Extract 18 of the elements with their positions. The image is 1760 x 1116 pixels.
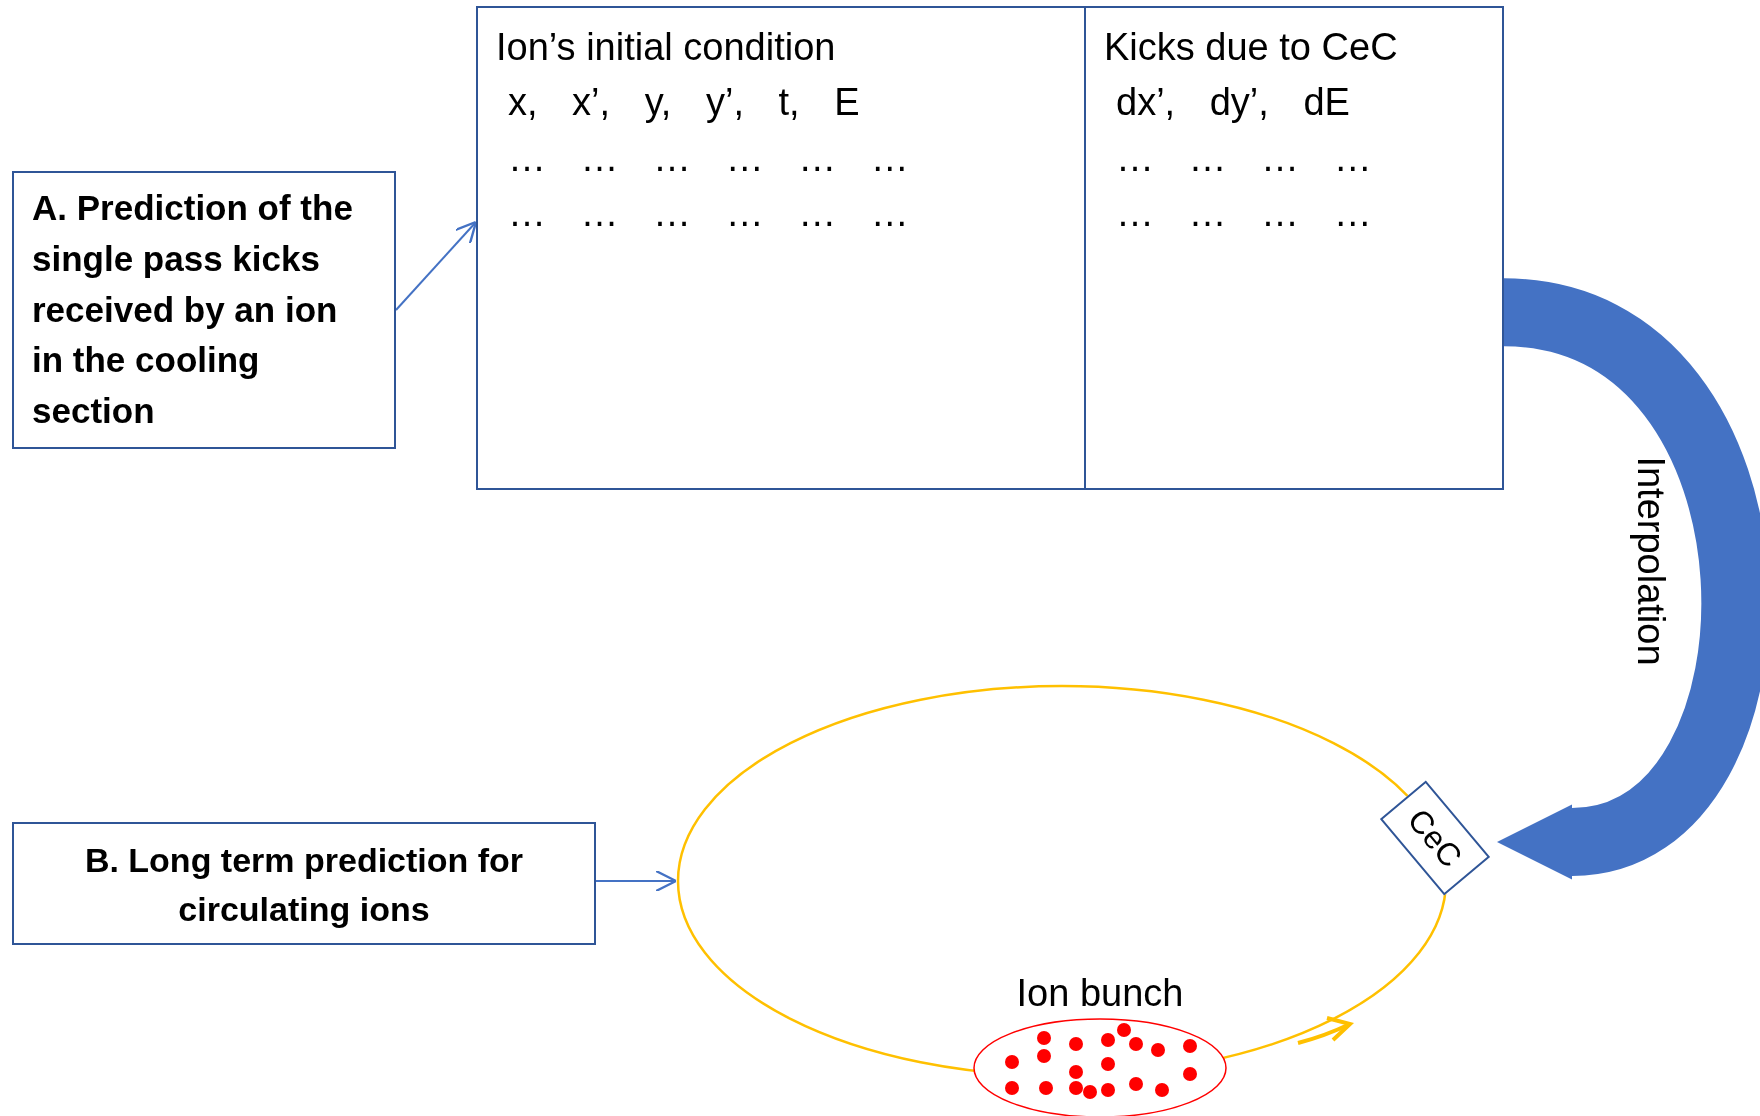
table-row-text: dx’, dy’, dE	[1116, 80, 1351, 126]
process-box	[12, 171, 396, 449]
arrow	[595, 869, 678, 893]
edge-label: Interpolation	[1628, 456, 1672, 666]
bunch-label: Ion bunch	[1016, 972, 1184, 1015]
table-panel	[1084, 6, 1504, 490]
table-row-text: x, x’, y, y’, t, E	[508, 80, 861, 126]
column-heading: Ion’s initial condition	[496, 25, 837, 70]
table-panel	[476, 6, 1086, 490]
table-row-text: … … … … … …	[508, 190, 910, 236]
box-text: A. Prediction of the single pass kicks received by an ion in the cooling section	[32, 187, 354, 432]
table-row-text: … … … …	[1116, 135, 1373, 181]
box-text: B. Long term prediction for circulating ions	[83, 840, 525, 931]
column-heading: Kicks due to CeC	[1104, 25, 1399, 70]
arrow	[395, 220, 478, 311]
table-row-text: … … … … … …	[508, 135, 910, 181]
table-row-text: … … … …	[1116, 190, 1373, 236]
process-box	[12, 822, 596, 945]
